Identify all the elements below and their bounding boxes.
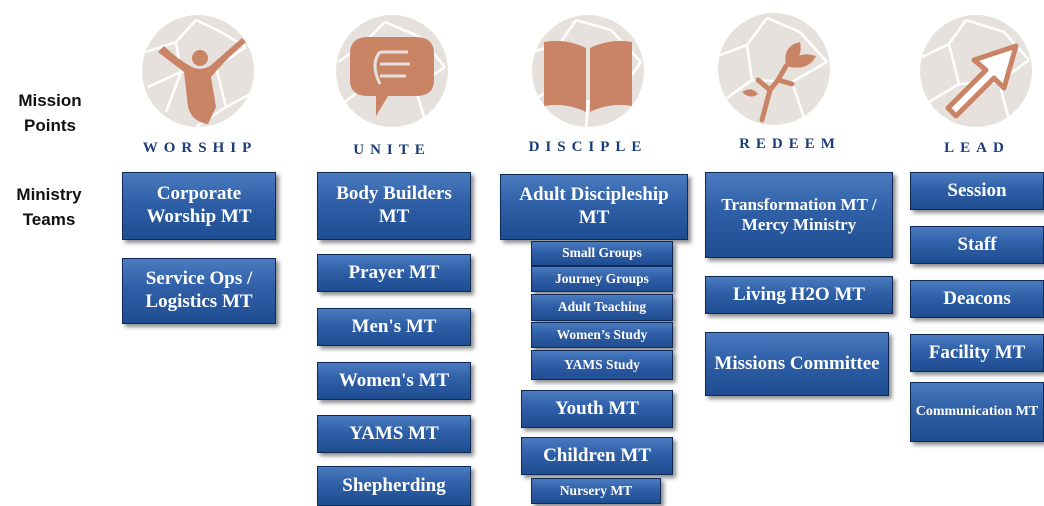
team-box-service-ops[interactable]: Service Ops / Logistics MT bbox=[122, 258, 276, 324]
team-box-deacons[interactable]: Deacons bbox=[910, 280, 1044, 318]
team-label: Session bbox=[947, 179, 1007, 201]
team-label: Missions Committee bbox=[714, 352, 880, 374]
team-label: Staff bbox=[957, 233, 997, 255]
team-box-corporate-worship[interactable]: Corporate Worship MT bbox=[122, 172, 276, 240]
team-box-session[interactable]: Session bbox=[910, 172, 1044, 210]
subteam-box-yams-study[interactable]: YAMS Study bbox=[531, 350, 673, 380]
team-label: Children MT bbox=[543, 444, 651, 466]
team-label: Prayer MT bbox=[348, 261, 440, 283]
team-label: Body Builders MT bbox=[336, 183, 452, 227]
subteam-box-journey-groups[interactable]: Journey Groups bbox=[531, 266, 673, 292]
subteam-label: Journey Groups bbox=[555, 270, 649, 286]
team-label: Corporate Worship MT bbox=[146, 183, 252, 227]
disciple-word: DISCIPLE bbox=[528, 139, 648, 155]
team-box-missions-committee[interactable]: Missions Committee bbox=[705, 332, 889, 396]
team-label: Transformation MT / Mercy Ministry bbox=[721, 194, 877, 234]
team-box-body-builders[interactable]: Body Builders MT bbox=[317, 172, 471, 240]
worship-figure-icon bbox=[136, 12, 260, 130]
team-box-womens[interactable]: Women's MT bbox=[317, 362, 471, 400]
team-label: Youth MT bbox=[555, 397, 639, 419]
mission-points-label: Mission Points bbox=[6, 88, 94, 138]
lead-word: LEAD bbox=[944, 140, 1010, 156]
team-label: Deacons bbox=[943, 287, 1011, 309]
team-label: Communication MT bbox=[915, 403, 1039, 419]
subteam-label: Small Groups bbox=[562, 245, 642, 261]
lead-arrow-icon bbox=[914, 12, 1038, 130]
disciple-book-icon bbox=[526, 12, 650, 130]
team-label: Men's MT bbox=[351, 315, 437, 337]
subteam-box-adult-teaching[interactable]: Adult Teaching bbox=[531, 294, 673, 321]
subteam-box-small-groups[interactable]: Small Groups bbox=[531, 241, 673, 266]
subteam-label: YAMS Study bbox=[564, 356, 640, 372]
team-box-facility[interactable]: Facility MT bbox=[910, 334, 1044, 372]
redeem-plant-icon bbox=[712, 10, 836, 128]
team-label: Adult Discipleship MT bbox=[519, 184, 669, 228]
team-box-staff[interactable]: Staff bbox=[910, 226, 1044, 264]
worship-word: WORSHIP bbox=[142, 140, 258, 156]
team-box-prayer[interactable]: Prayer MT bbox=[317, 254, 471, 292]
team-label: Shepherding bbox=[342, 474, 446, 496]
team-label: Facility MT bbox=[928, 341, 1026, 363]
team-label: Service Ops / Logistics MT bbox=[145, 268, 253, 312]
team-box-youth[interactable]: Youth MT bbox=[521, 390, 673, 428]
ministry-teams-label: Ministry Teams bbox=[2, 182, 96, 232]
ministry-teams-text: Ministry Teams bbox=[16, 185, 82, 229]
team-label: YAMS MT bbox=[349, 422, 439, 444]
team-box-children[interactable]: Children MT bbox=[521, 437, 673, 475]
team-box-living-h2o[interactable]: Living H2O MT bbox=[705, 276, 893, 314]
team-box-communication[interactable]: Communication MT bbox=[910, 382, 1044, 442]
unite-word: UNITE bbox=[353, 142, 431, 158]
subteam-box-womens-study[interactable]: Women’s Study bbox=[531, 322, 673, 348]
team-box-shepherding[interactable]: Shepherding bbox=[317, 466, 471, 506]
unite-fist-icon bbox=[330, 12, 454, 130]
redeem-word: REDEEM bbox=[739, 136, 841, 152]
subteam-label: Women’s Study bbox=[556, 326, 648, 342]
subteam-box-nursery[interactable]: Nursery MT bbox=[531, 478, 661, 504]
mission-points-text: Mission Points bbox=[18, 91, 82, 135]
team-box-mens[interactable]: Men's MT bbox=[317, 308, 471, 346]
team-box-adult-discipleship[interactable]: Adult Discipleship MT bbox=[500, 174, 688, 240]
team-box-yams[interactable]: YAMS MT bbox=[317, 415, 471, 453]
subteam-label: Adult Teaching bbox=[557, 299, 647, 315]
team-box-transformation[interactable]: Transformation MT / Mercy Ministry bbox=[705, 172, 893, 258]
team-label: Women's MT bbox=[338, 369, 450, 391]
subteam-label: Nursery MT bbox=[559, 482, 633, 498]
team-label: Living H2O MT bbox=[733, 283, 865, 305]
